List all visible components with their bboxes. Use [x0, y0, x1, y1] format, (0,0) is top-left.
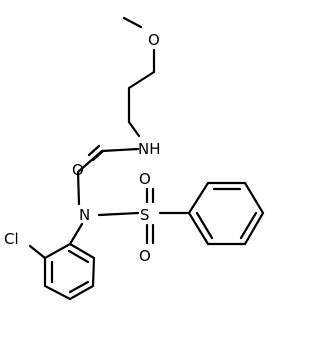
bond-n-aryl — [68, 222, 84, 246]
bond-methyl-o — [122, 16, 143, 29]
atom-o-methoxy: O — [148, 31, 160, 49]
atom-o-sulfonyl-lower: O — [139, 247, 151, 265]
atom-cl: Cl — [4, 230, 19, 248]
bond-ch2-n — [76, 170, 81, 206]
bond-c3-nh — [127, 120, 141, 138]
bond-carbonyl-ch2 — [76, 149, 104, 174]
atom-n-sulfonamide: N — [79, 206, 90, 224]
bond-nh-carbonyl-c — [100, 147, 140, 153]
chlorophenyl-ring — [43, 242, 96, 301]
bond-n-s — [97, 211, 140, 217]
atom-o-sulfonyl-upper: O — [139, 170, 151, 188]
molecule-structure-diagram: O O NH N S O O Cl — [4, 16, 265, 301]
atom-nh: NH — [138, 140, 161, 158]
atom-o-carbonyl: O — [72, 161, 84, 179]
atom-s: S — [140, 206, 150, 224]
phenyl-ring — [187, 181, 265, 246]
bond-c1-c2 — [127, 70, 156, 90]
bond-aryl-cl — [28, 244, 47, 260]
bond-carbonyl-double-b — [87, 144, 101, 157]
